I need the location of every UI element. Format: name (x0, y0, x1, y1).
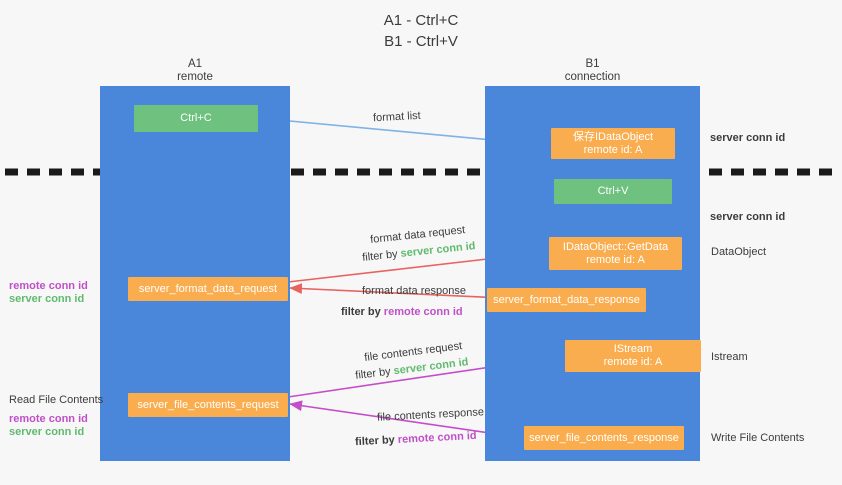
title-line-1: A1 - Ctrl+C (383, 12, 459, 29)
box-getdata-line2: remote id: A (586, 253, 645, 266)
box-server-format-data-response[interactable]: server_format_data_response (487, 288, 646, 312)
box-server-file-contents-request[interactable]: server_file_contents_request (128, 393, 288, 417)
box-istream-line1: IStream (613, 343, 653, 355)
box-server-format-data-request-label: server_format_data_request (138, 282, 278, 295)
box-ctrl-c[interactable]: Ctrl+C (134, 105, 258, 132)
lane-b1-name: B1 (585, 58, 600, 70)
label-format-data-response-filter: filter by remote conn id (341, 305, 463, 319)
box-server-file-contents-response[interactable]: server_file_contents_response (524, 426, 684, 450)
lane-header-b1: B1 connection (485, 58, 700, 84)
title-line-2: B1 - Ctrl+V (384, 33, 458, 50)
box-server-file-contents-request-label: server_file_contents_request (137, 398, 279, 411)
filter-value-remote-conn-id: remote conn id (383, 306, 463, 318)
filter-prefix: filter by (354, 433, 399, 449)
box-ctrl-v[interactable]: Ctrl+V (554, 179, 672, 204)
filter-prefix: filter by (361, 247, 402, 264)
label-format-data-response: format data response (362, 285, 466, 297)
box-ctrl-v-label: Ctrl+V (597, 185, 629, 197)
box-server-format-data-request[interactable]: server_format_data_request (128, 277, 288, 301)
left-note-server-conn-id-bottom: server conn id (9, 426, 85, 438)
left-note-remote-conn-id-mid: remote conn id (9, 280, 88, 292)
box-ctrl-c-label: Ctrl+C (180, 112, 212, 124)
left-note-read-file-contents: Read File Contents (9, 394, 104, 406)
label-file-contents-response: file contents response (376, 406, 485, 424)
lane-a1-sub: remote (177, 71, 213, 83)
filter-value-remote-conn-id: remote conn id (397, 429, 477, 446)
lane-a1-name: A1 (187, 58, 203, 70)
box-save-idataobject[interactable]: 保存IDataObject remote id: A (551, 128, 675, 159)
box-idataobject-getdata[interactable]: IDataObject::GetData remote id: A (549, 237, 682, 270)
right-note-write-file-contents: Write File Contents (711, 432, 805, 444)
box-getdata-line1: IDataObject::GetData (562, 240, 669, 253)
right-note-server-conn-id-top: server conn id (710, 132, 786, 144)
right-note-istream: Istream (711, 351, 748, 363)
page-title: A1 - Ctrl+C B1 - Ctrl+V (0, 10, 842, 52)
left-note-remote-conn-id-bottom: remote conn id (9, 413, 88, 425)
box-server-file-contents-response-label: server_file_contents_response (529, 431, 679, 444)
lane-header-a1: A1 remote (100, 58, 290, 84)
box-save-idataobject-line1: 保存IDataObject (572, 130, 654, 143)
right-note-server-conn-id-mid: server conn id (710, 211, 786, 223)
right-note-dataobject: DataObject (711, 246, 767, 258)
filter-prefix: filter by (354, 365, 395, 382)
box-istream-line2: remote id: A (603, 356, 663, 368)
label-file-contents-response-filter: filter by remote conn id (355, 429, 477, 449)
filter-prefix: filter by (341, 306, 384, 318)
left-note-server-conn-id-mid: server conn id (9, 293, 85, 305)
box-save-idataobject-line2: remote id: A (583, 143, 643, 156)
label-format-list: format list (372, 109, 421, 125)
filter-value-server-conn-id: server conn id (399, 240, 477, 260)
lane-b1-sub: connection (564, 71, 621, 83)
box-server-format-data-response-label: server_format_data_response (493, 293, 640, 306)
box-istream[interactable]: IStream remote id: A (565, 340, 701, 372)
